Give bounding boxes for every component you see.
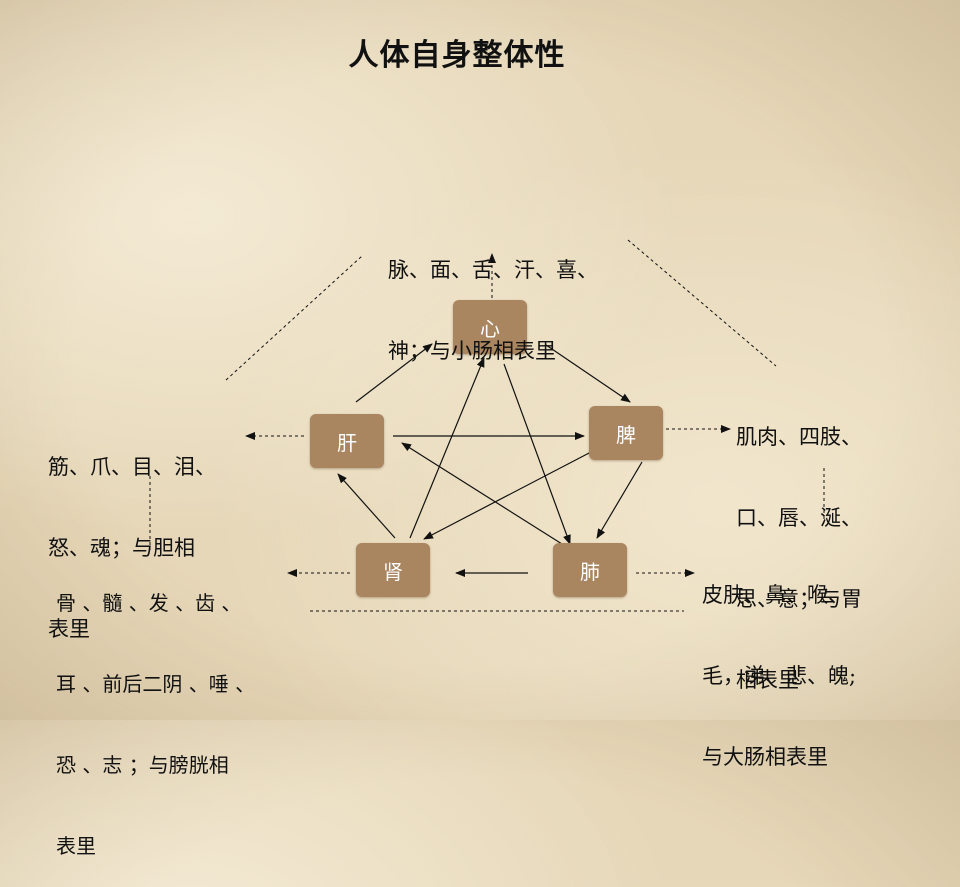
association-heart: 脉、面、舌、汗、喜、 神；与小肠相表里: [388, 203, 598, 392]
association-spleen-line: 思、意；与胃: [736, 587, 862, 611]
organ-box-lung: 肺: [553, 543, 627, 597]
organ-label-kidney: 肾: [383, 559, 403, 584]
association-kidney-line: 骨 、髓 、发 、齿 、: [56, 591, 242, 615]
association-lung-line: 与大肠相表里: [702, 745, 828, 769]
association-heart-line: 神；与小肠相表里: [388, 339, 556, 363]
organ-box-heart: 心: [453, 300, 527, 354]
arrow-kidney-to-liver: [337, 473, 396, 539]
association-heart-line: 脉、面、舌、汗、喜、: [388, 258, 598, 282]
organ-label-heart: 心: [480, 316, 500, 341]
association-lung: 皮肤、鼻、喉、 毛，涕、悲、魄; 与大肠相表里: [702, 528, 856, 798]
organ-box-liver: 肝: [310, 414, 384, 468]
organ-label-liver: 肝: [337, 430, 357, 455]
organ-box-spleen: 脾: [589, 406, 663, 460]
arrow-spleen-to-lung: [596, 461, 643, 539]
association-spleen-line: 口、唇、涎、: [736, 506, 862, 530]
association-spleen-line: 肌肉、四肢、: [736, 425, 862, 449]
association-liver-line: 筋、爪、目、泪、: [48, 455, 216, 479]
association-lung-line: 皮肤、鼻、喉、: [702, 583, 849, 607]
organ-label-spleen: 脾: [616, 422, 636, 447]
connector-liver-heart: [225, 255, 363, 381]
arrow-liver-to-heart: [355, 343, 433, 403]
arrow-heart-to-lung: [503, 363, 571, 545]
association-kidney-line: 恐 、志 ；与膀胱相: [56, 753, 229, 777]
association-kidney-line: 耳 、前后二阴 、唾 、: [56, 672, 256, 696]
arrow-lung-to-liver: [401, 442, 563, 545]
arrow-spleen-to-kidney: [423, 451, 592, 540]
arrow-kidney-to-heart: [409, 357, 485, 539]
organ-label-lung: 肺: [580, 559, 600, 584]
association-spleen-line: 相表里: [736, 668, 799, 692]
association-liver-line: 表里: [48, 617, 90, 641]
page-title: 人体自身整体性: [348, 38, 566, 73]
connector-heart-spleen: [627, 239, 777, 367]
association-liver: 筋、爪、目、泪、 怒、魂；与胆相 表里: [48, 400, 216, 670]
relationship-lines: [149, 239, 825, 612]
association-spleen: 肌肉、四肢、 口、唇、涎、 思、意；与胃 相表里: [736, 370, 862, 721]
organ-box-kidney: 肾: [356, 543, 430, 597]
association-lung-line: 毛，涕、悲、魄;: [702, 664, 857, 688]
association-liver-line: 怒、魂；与胆相: [48, 536, 195, 560]
arrow-heart-to-spleen: [545, 344, 631, 403]
association-kidney-line: 表里: [56, 834, 96, 858]
